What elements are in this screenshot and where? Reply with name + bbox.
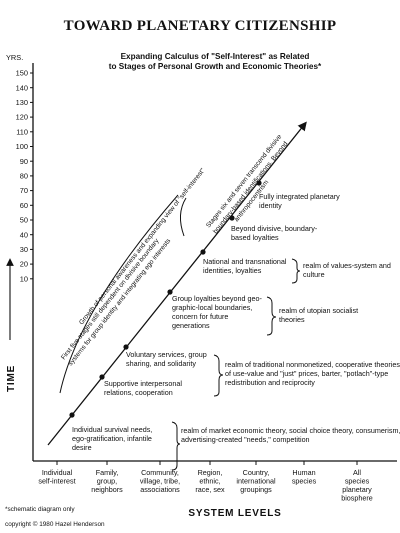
y-tick-label: 140 [16, 83, 28, 92]
system-level-label-4: Region,ethnic,race, sex [195, 468, 225, 494]
x-axis-label: SYSTEM LEVELS [188, 508, 281, 519]
stage-label-4: Group loyalties beyond geo-graphic-local… [172, 294, 263, 330]
y-tick-label: 10 [20, 274, 28, 283]
stage-point [167, 289, 173, 295]
y-tick-label: 90 [20, 157, 28, 166]
page-title: TOWARD PLANETARY CITIZENSHIP [64, 18, 337, 34]
y-tick-label: 50 [20, 216, 28, 225]
realm-labels: realm of market economic theory, social … [181, 261, 400, 444]
y-tick-label: 150 [16, 69, 28, 78]
footnote: *schematic diagram only [5, 506, 75, 513]
realm-bracket-3 [266, 296, 277, 336]
first-five-note-line-1: First five stages still dependent on div… [60, 237, 161, 361]
stages-six-seven-line-2: boundary-based identifications. Beyond [212, 140, 290, 235]
y-tick-label: 70 [20, 186, 28, 195]
stage-labels: Individual survival needs,ego-gratificat… [72, 192, 340, 452]
stages-six-seven-bracket [180, 197, 187, 237]
stage-point [99, 374, 105, 380]
y-tick-label: 100 [16, 142, 28, 151]
realm-label-1: realm of market economic theory, social … [181, 426, 400, 444]
y-tick-label: 40 [20, 230, 28, 239]
realm-bracket-2 [213, 354, 224, 397]
y-tick-label: 130 [16, 98, 28, 107]
stage-point [69, 412, 75, 418]
y-tick-label: 60 [20, 201, 28, 210]
subtitle-line-2: to Stages of Personal Growth and Economi… [109, 62, 322, 71]
y-tick-label: 110 [16, 127, 28, 136]
y-tick-label: 80 [20, 172, 28, 181]
y-axis-label: TIME [6, 365, 17, 392]
y-tick-label: 20 [20, 260, 28, 269]
stage-point [229, 215, 235, 221]
realm-bracket-4 [291, 258, 301, 284]
stage-label-1: Individual survival needs,ego-gratificat… [72, 425, 152, 452]
realm-bracket-1 [171, 421, 181, 471]
stage-point [123, 344, 129, 350]
stage-point [200, 249, 206, 255]
system-level-label-3: Community,village, tribe,associations [140, 468, 180, 494]
system-level-label-2: Family,group,neighbors [91, 468, 123, 494]
y-axis-unit: YRS. [6, 53, 23, 62]
subtitle-line-1: Expanding Calculus of "Self-Interest" as… [121, 52, 310, 61]
first-five-bracket [59, 194, 179, 394]
stage-point [256, 180, 262, 186]
growth-diagonal-arrow [47, 121, 307, 446]
first-five-note-line-2: systems for group identity and integrati… [67, 237, 173, 367]
copyright: copyright © 1980 Hazel Henderson [5, 520, 105, 528]
realm-label-2: realm of traditional nonmonetized, coope… [225, 360, 400, 387]
y-tick-label: 120 [16, 113, 28, 122]
y-tick-label: 30 [20, 245, 28, 254]
y-axis-ticks: 150 140 130 120 110 100 90 80 70 60 50 40 30 20 10 [16, 69, 33, 283]
stage-points [69, 180, 262, 418]
stage-label-6: Beyond divisive, boundary-based loyaltie… [231, 224, 318, 242]
